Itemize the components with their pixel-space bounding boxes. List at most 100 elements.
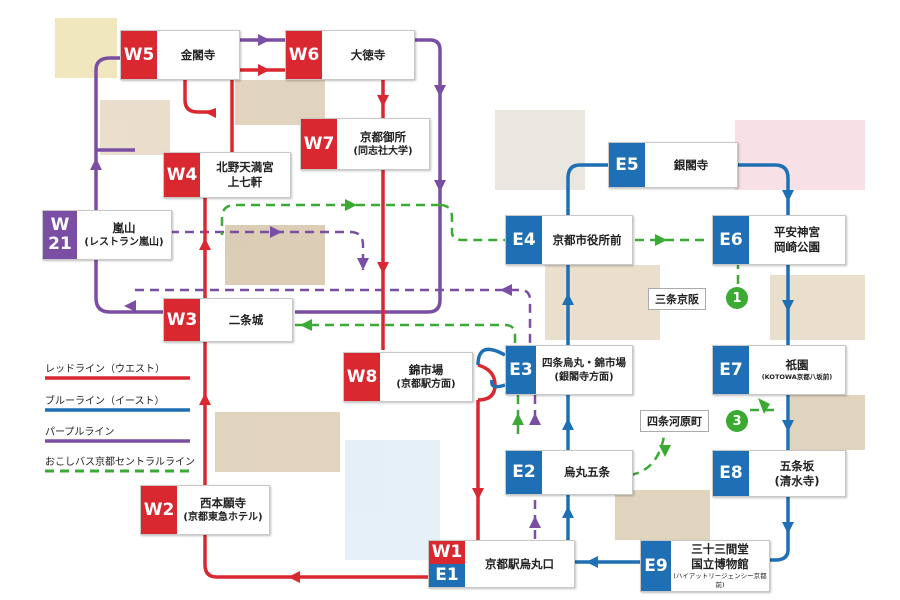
stop-w7[interactable]: W7 京都御所(同志社大学): [300, 118, 430, 170]
purple-route-segment: [295, 38, 442, 314]
transfer-shijo-kawaramachi-label: 四条河原町: [640, 410, 709, 432]
stop-code: E8: [713, 451, 749, 496]
stop-w4[interactable]: W4 北野天満宮上七軒: [163, 152, 291, 198]
stop-name: 平安神宮: [774, 225, 820, 239]
arrow-right-icon: [270, 226, 282, 238]
stop-code: W8: [344, 353, 380, 401]
arrow-left-icon: [204, 108, 216, 118]
stop-w21[interactable]: W 21 嵐山(レストラン嵐山): [42, 210, 172, 260]
stop-e2[interactable]: E2 烏丸五条: [505, 450, 633, 495]
arrow-down-icon: [434, 180, 446, 192]
stop-subname: (レストラン嵐山): [84, 237, 164, 248]
stop-code: W6: [286, 31, 322, 79]
stop-note: (ハイアットリージェンシー京都前): [673, 572, 767, 589]
arrow-down-icon: [357, 258, 369, 270]
arrow-down-icon: [472, 488, 484, 500]
sanjusangendo-illustration: [615, 490, 710, 540]
stop-code: W2: [141, 486, 177, 534]
arrow-up-icon: [512, 413, 524, 425]
blue-route-segment: [490, 379, 506, 389]
arrow-down-icon: [782, 420, 794, 432]
blue-line: [476, 163, 790, 564]
stop-e8[interactable]: E8 五条坂(清水寺): [712, 450, 846, 497]
green-dashed-segment: [439, 203, 510, 242]
stop-w3[interactable]: W3 二条城: [163, 298, 293, 342]
arrow-up-icon: [529, 413, 541, 425]
stop-code: W5: [121, 31, 157, 79]
legend-red-label: レッドライン（ウエスト）: [45, 364, 165, 375]
arrow-up-icon: [562, 506, 574, 518]
transfer-sanjo-keihan-label: 三条京阪: [648, 288, 706, 310]
arrow-up-icon: [199, 238, 211, 250]
arrow-right-icon: [345, 199, 357, 211]
stop-code: E1: [429, 564, 465, 587]
blue-route-segment: [760, 497, 790, 562]
stop-code: E4: [506, 216, 542, 264]
stop-e9[interactable]: E9 三十三間堂国立博物館(ハイアットリージェンシー京都前): [640, 540, 770, 592]
green-dashed-segment: [295, 323, 517, 345]
stop-name: 大徳寺: [350, 47, 386, 62]
yasaka-illustration: [770, 275, 865, 340]
stop-name: 二条城: [228, 312, 264, 327]
stop-subname: 国立博物館: [691, 557, 749, 571]
stop-w2[interactable]: W2 西本願寺(京都東急ホテル): [140, 485, 270, 535]
stop-w1-e1[interactable]: W1 E1 京都駅烏丸口: [428, 540, 575, 588]
stop-code: E7: [713, 346, 749, 394]
stop-e5[interactable]: E5 銀閣寺: [608, 142, 738, 188]
stop-e7[interactable]: E7 祇園(KOTOWA京都八坂前): [712, 345, 846, 395]
red-route-segment: [183, 80, 210, 114]
stop-name: 京都駅烏丸口: [485, 556, 554, 571]
stop-code: E2: [506, 451, 542, 494]
stop-name: 嵐山: [112, 221, 136, 235]
arrow-down-icon: [377, 95, 389, 107]
purple-dashed-line: [135, 230, 537, 540]
kyoto-gosho-illustration: [235, 80, 325, 125]
legend-green-label: おこしバス京都セントラルライン: [45, 457, 195, 468]
stop-subname: 岡崎公園: [774, 240, 820, 254]
stop-code: W: [50, 215, 70, 235]
arrow-up-icon: [562, 293, 574, 305]
kitano-illustration: [100, 100, 170, 155]
stop-name: 四条烏丸・錦市場: [542, 357, 626, 369]
stop-subname: (京都駅方面): [396, 379, 456, 390]
arrow-down-icon: [782, 522, 794, 534]
stop-name: 銀閣寺: [673, 157, 709, 172]
arrow-up-icon: [529, 516, 541, 528]
arrow-down-icon: [782, 300, 794, 312]
arrow-left-icon: [124, 300, 136, 312]
purple-dashed-segment: [135, 288, 532, 345]
arrow-down-icon: [434, 85, 446, 97]
stop-code: W1: [429, 541, 465, 564]
kiyomizu-illustration: [790, 395, 865, 450]
arrow-right-icon: [758, 398, 770, 414]
transfer-3-badge: 3: [726, 410, 748, 432]
stop-e6[interactable]: E6 平安神宮岡崎公園: [712, 215, 846, 265]
purple-line: [94, 38, 442, 314]
kinkakuji-illustration: [55, 18, 117, 78]
stop-subname: (京都東急ホテル): [183, 512, 263, 523]
stop-w6[interactable]: W6 大徳寺: [285, 30, 415, 80]
transfer-1-badge: 1: [726, 287, 748, 309]
stop-name: 錦市場: [408, 363, 444, 377]
stop-code: E3: [506, 346, 536, 394]
stop-name: 祇園: [785, 358, 809, 372]
legend-blue-label: ブルーライン（イースト）: [45, 396, 165, 407]
stop-w8[interactable]: W8 錦市場 (京都駅方面): [343, 352, 473, 402]
arrow-down-icon: [782, 190, 794, 202]
stop-name: 五条坂: [779, 458, 815, 473]
stop-subname: (清水寺): [774, 473, 820, 488]
arrow-right-icon: [655, 234, 667, 246]
blue-route-segment: [566, 163, 608, 215]
stop-name: 三十三間堂: [691, 542, 749, 556]
stop-code: E5: [609, 143, 645, 187]
arrow-right-icon: [258, 64, 270, 76]
arrow-left-icon: [300, 319, 312, 331]
green-dashed-segment: [629, 429, 667, 477]
stop-w5[interactable]: W5 金閣寺: [120, 30, 240, 80]
direction-arrows: [90, 34, 794, 583]
arrow-left-icon: [586, 556, 598, 568]
stop-e4[interactable]: E4 京都市役所前: [505, 215, 633, 265]
stop-e3[interactable]: E3 四条烏丸・錦市場(銀閣寺方面): [505, 345, 633, 395]
legend-purple-label: パープルライン: [45, 427, 115, 438]
